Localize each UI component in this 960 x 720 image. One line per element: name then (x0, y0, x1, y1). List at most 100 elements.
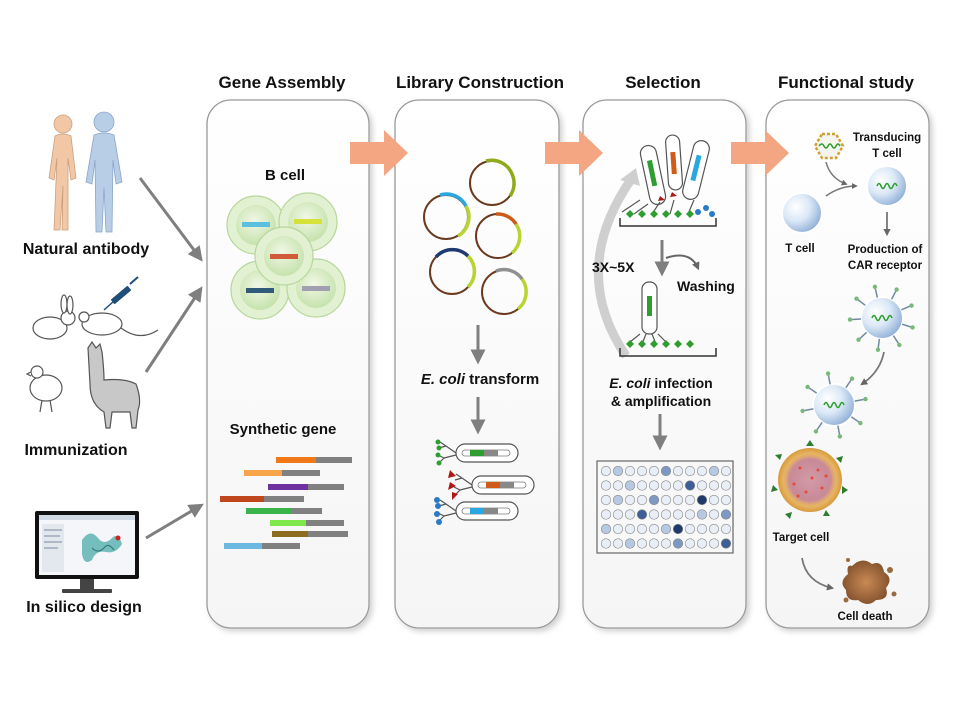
source-natural-antibody: Natural antibody (23, 111, 149, 258)
phage (435, 439, 519, 466)
plate-well (696, 538, 708, 549)
arrow-natural-to-assembly (138, 177, 203, 262)
header-selection: Selection (625, 73, 701, 92)
plate-well (600, 509, 612, 520)
plate-well (696, 494, 708, 506)
plate-well (684, 465, 696, 477)
arrow-immunization-to-assembly (144, 286, 203, 373)
plate-well (684, 538, 696, 549)
label-washing: Washing (677, 278, 735, 294)
plate-well (672, 509, 684, 520)
arrow-to-cell-death (801, 557, 835, 591)
plate-well (624, 465, 636, 477)
label-production-line2: CAR receptor (848, 260, 923, 272)
b-cell-cluster (226, 192, 346, 320)
plate-well (612, 465, 624, 477)
label-target-cell: Target cell (773, 532, 830, 544)
source-immunization: Immunization (24, 276, 159, 459)
plate-well (720, 480, 732, 491)
rabbit-icon (32, 294, 76, 340)
label-immunization: Immunization (24, 442, 127, 459)
plate-well (600, 494, 612, 506)
plate-well (636, 538, 648, 549)
transduced-t-cell (866, 165, 908, 207)
plate-well (600, 480, 612, 491)
plate-well (708, 465, 720, 477)
chicken-icon (25, 365, 63, 413)
computer-monitor-icon (35, 511, 139, 593)
plate-well (696, 509, 708, 520)
plate-well (672, 465, 684, 477)
t-cell (781, 192, 823, 234)
cycle-arrowhead-icon (620, 168, 640, 186)
phage-library (434, 439, 535, 525)
panel-library-construction (394, 99, 560, 629)
arrow-insilico-to-assembly (145, 503, 204, 540)
header-library-construction: Library Construction (396, 73, 564, 92)
car-t-cell (800, 371, 868, 439)
plate-well (720, 509, 732, 520)
label-ecoli-italic: E. coli (421, 371, 466, 388)
phage (448, 470, 535, 500)
label-ecoli-infection: E. coli infection (609, 375, 712, 391)
plate-well (660, 480, 672, 491)
plate-well (619, 348, 717, 357)
label-t-cell: T cell (785, 243, 814, 255)
plate-well (624, 538, 636, 549)
plate-well (672, 523, 684, 535)
plate-well (624, 523, 636, 535)
cycle-arrow-icon (593, 175, 636, 359)
label-rounds: 3X~5X (592, 259, 635, 275)
phage (682, 140, 710, 200)
mouse-icon (78, 311, 159, 337)
plate-well (648, 465, 660, 477)
label-cell-death: Cell death (838, 611, 893, 623)
plate-well (684, 480, 696, 491)
plate-well (600, 523, 612, 535)
human-female-icon (48, 114, 77, 231)
plate-well (696, 465, 708, 477)
car-t-cell (847, 284, 915, 352)
plate-well (708, 509, 720, 520)
header-gene-assembly: Gene Assembly (219, 73, 346, 92)
plate-well (696, 523, 708, 535)
panning-plate-1 (619, 134, 717, 227)
label-transducing-line1: Transducing (853, 132, 921, 144)
well-plate-frame (596, 460, 734, 554)
plasmid (423, 192, 471, 240)
plate-well (720, 465, 732, 477)
plate-well (636, 523, 648, 535)
plate-well (720, 494, 732, 506)
flow-arrow-2-icon (545, 130, 603, 176)
label-production-line1: Production of (848, 244, 923, 256)
plasmid-library (423, 158, 528, 315)
plasmid (481, 267, 528, 315)
plate-well (624, 494, 636, 506)
plate-well (636, 509, 648, 520)
phage (639, 144, 667, 206)
plate-well (619, 218, 717, 227)
source-in-silico-design: In silico design (26, 511, 142, 616)
plate-well (684, 523, 696, 535)
arrow-vector-to-tcell (825, 161, 848, 186)
panels (206, 99, 930, 629)
label-in-silico-design: In silico design (26, 599, 142, 616)
phage (665, 134, 684, 191)
plate-well (684, 509, 696, 520)
plate-well (648, 538, 660, 549)
human-male-icon (85, 111, 123, 233)
plate-well (720, 523, 732, 535)
car-receptor-icon (847, 284, 915, 352)
plate-well (636, 480, 648, 491)
plate-well (660, 494, 672, 506)
plate-well (636, 465, 648, 477)
plate-well (708, 494, 720, 506)
plate-well (684, 494, 696, 506)
car-receptor-icon (800, 371, 868, 439)
label-b-cell: B cell (265, 167, 305, 184)
plate-well (696, 480, 708, 491)
label-ecoli-transform: E. coli transform (421, 371, 539, 388)
plate-well (648, 494, 660, 506)
plate-well (600, 538, 612, 549)
